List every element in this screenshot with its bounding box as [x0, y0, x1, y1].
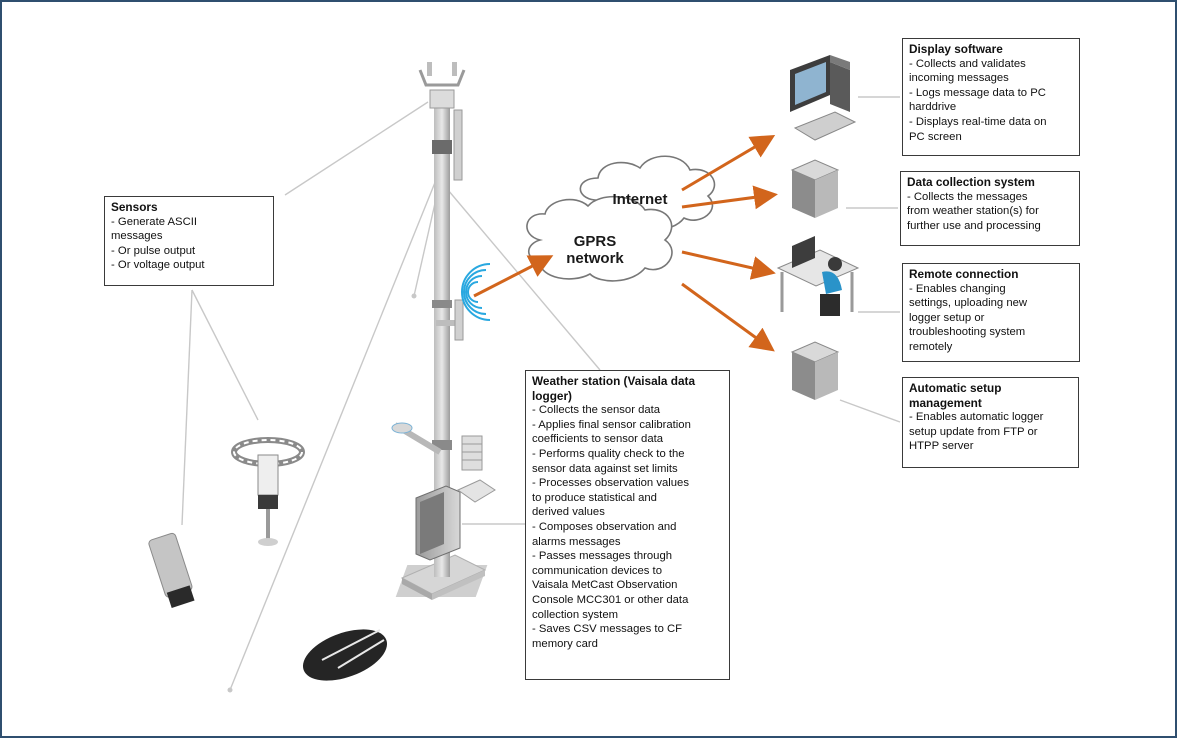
sensors-line: - Or voltage output [111, 259, 205, 272]
remote-connection-title: Remote connection [909, 267, 1019, 281]
data-collection-line: from weather station(s) for [907, 205, 1039, 218]
server-icon-2 [790, 341, 840, 400]
weather-station-line: alarms messages [532, 535, 621, 548]
display-software-line: - Displays real-time data on [909, 115, 1047, 128]
remote-connection-box: Remote connection - Enables changing set… [902, 263, 1080, 362]
display-software-line: harddrive [909, 101, 957, 114]
weather-station-line: collection system [532, 608, 619, 621]
data-collection-line: - Collects the messages [907, 190, 1028, 203]
data-collection-line: further use and processing [907, 219, 1041, 232]
desktop-computer-icon [790, 55, 857, 141]
display-software-line: - Logs message data to PC [909, 86, 1046, 99]
wind-sensor-icon [231, 437, 305, 546]
gprs-label-line2: network [566, 250, 624, 267]
weather-station-line: Console MCC301 or other data [532, 593, 689, 606]
weather-station-line: to produce statistical and [532, 491, 657, 504]
weather-mast [391, 62, 496, 600]
weather-station-box: Weather station (Vaisala data logger) - … [525, 370, 730, 680]
automatic-setup-line: - Enables automatic logger [909, 411, 1044, 424]
weather-station-line: coefficients to sensor data [532, 433, 664, 446]
display-software-line: - Collects and validates [909, 57, 1026, 70]
weather-station-line: - Applies final sensor calibration [532, 418, 691, 431]
ground-sensor-icon [302, 629, 388, 681]
weather-station-line: - Processes observation values [532, 477, 689, 490]
remote-connection-line: logger setup or [909, 311, 985, 324]
gprs-label-line1: GPRS [573, 233, 617, 250]
sensors-title: Sensors [111, 200, 158, 214]
weather-station-title-1: Weather station (Vaisala data [532, 374, 696, 388]
weather-station-line: communication devices to [532, 564, 662, 577]
sensors-line: - Or pulse output [111, 244, 196, 257]
data-collection-title: Data collection system [907, 175, 1035, 189]
weather-station-line: sensor data against set limits [532, 462, 678, 475]
gprs-label: GPRS network [555, 233, 635, 267]
data-collection-box: Data collection system - Collects the me… [900, 171, 1080, 246]
automatic-setup-box: Automatic setup management - Enables aut… [902, 377, 1079, 468]
weather-station-line: - Passes messages through [532, 550, 673, 563]
sensors-box: Sensors - Generate ASCII messages - Or p… [104, 196, 274, 286]
data-flow-arrows [473, 134, 778, 352]
weather-station-title-2: logger) [532, 388, 572, 403]
weather-station-line: memory card [532, 637, 598, 650]
weather-station-line: - Composes observation and [532, 520, 677, 533]
remote-workstation-icon [776, 236, 860, 316]
leader-lines [181, 96, 901, 691]
sensors-line: messages [111, 230, 163, 243]
weather-station-line: derived values [532, 506, 605, 519]
server-icon [790, 159, 840, 218]
display-software-line: incoming messages [909, 72, 1009, 85]
automatic-setup-title-2: management [909, 395, 982, 410]
remote-connection-line: remotely [909, 340, 953, 353]
weather-station-line: - Collects the sensor data [532, 404, 661, 417]
display-software-line: PC screen [909, 130, 962, 143]
weather-station-line: Vaisala MetCast Observation [532, 579, 678, 592]
remote-connection-line: settings, uploading new [909, 297, 1028, 310]
remote-connection-line: - Enables changing [909, 282, 1006, 295]
automatic-setup-line: setup update from FTP or [909, 425, 1038, 438]
sensors-line: - Generate ASCII [111, 215, 198, 228]
weather-station-line: - Saves CSV messages to CF [532, 623, 683, 636]
probe-sensor-icon [148, 532, 195, 608]
display-software-title: Display software [909, 42, 1003, 56]
display-software-box: Display software - Collects and validate… [902, 38, 1080, 156]
internet-label: Internet [612, 191, 668, 208]
remote-connection-line: troubleshooting system [909, 326, 1026, 339]
automatic-setup-title-1: Automatic setup [909, 381, 1002, 395]
weather-station-line: - Performs quality check to the [532, 447, 685, 460]
automatic-setup-line: HTPP server [909, 440, 974, 453]
signal-waves-icon [461, 263, 491, 321]
